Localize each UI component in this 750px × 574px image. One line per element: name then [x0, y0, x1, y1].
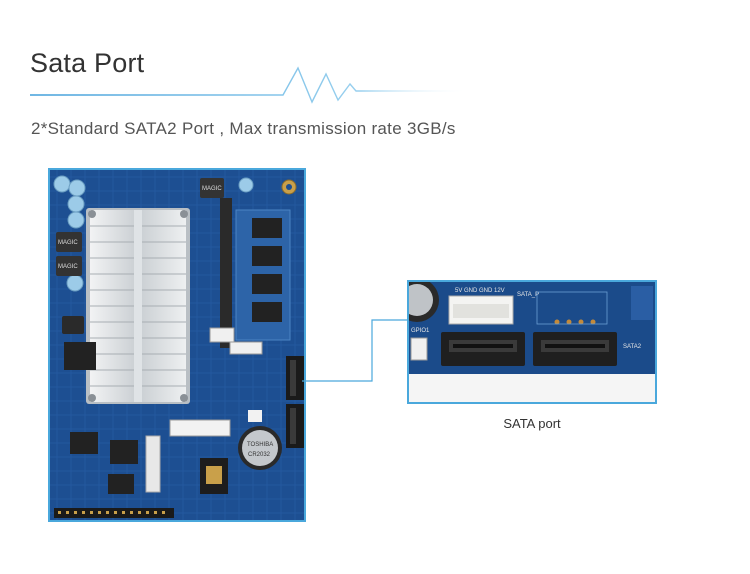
memory-chips	[252, 218, 282, 322]
cmos-battery: TOSHIBA CR2032	[238, 426, 282, 470]
page-title: Sata Port	[30, 48, 145, 78]
zoom-caption: SATA port	[503, 416, 561, 431]
inductor-left-1	[56, 232, 82, 252]
inductor-top	[200, 178, 224, 198]
sata2-label: SATA2	[623, 344, 642, 350]
sata-port-1	[441, 332, 525, 366]
feature-description: 2*Standard SATA2 Port , Max transmission…	[31, 119, 456, 138]
inductor-left-2	[56, 256, 82, 276]
pulse-line	[30, 66, 470, 104]
cpu-heatsink	[86, 208, 190, 404]
header-divider	[30, 66, 470, 104]
inductor-left-1-label: MAGIC	[58, 240, 78, 246]
sata-connectors	[286, 356, 304, 448]
board-photo: MAGIC MAGIC MAGIC	[48, 168, 306, 522]
sata-p-label: SATA_P	[517, 292, 539, 298]
inductor-left-2-label: MAGIC	[58, 264, 78, 270]
sata-port-2	[533, 332, 617, 366]
capacitor-group	[53, 175, 254, 292]
svg-text:CR2032: CR2032	[248, 452, 271, 458]
power-label: 5V GND GND 12V	[455, 288, 505, 294]
svg-text:GPIO1: GPIO1	[411, 328, 430, 334]
inductor-top-label: MAGIC	[202, 186, 222, 192]
sata-zoom-photo: 5V GND GND 12V SATA_P GPIO1 SATA2	[407, 280, 657, 404]
svg-text:TOSHIBA: TOSHIBA	[247, 442, 273, 448]
memory-slot	[220, 198, 232, 348]
